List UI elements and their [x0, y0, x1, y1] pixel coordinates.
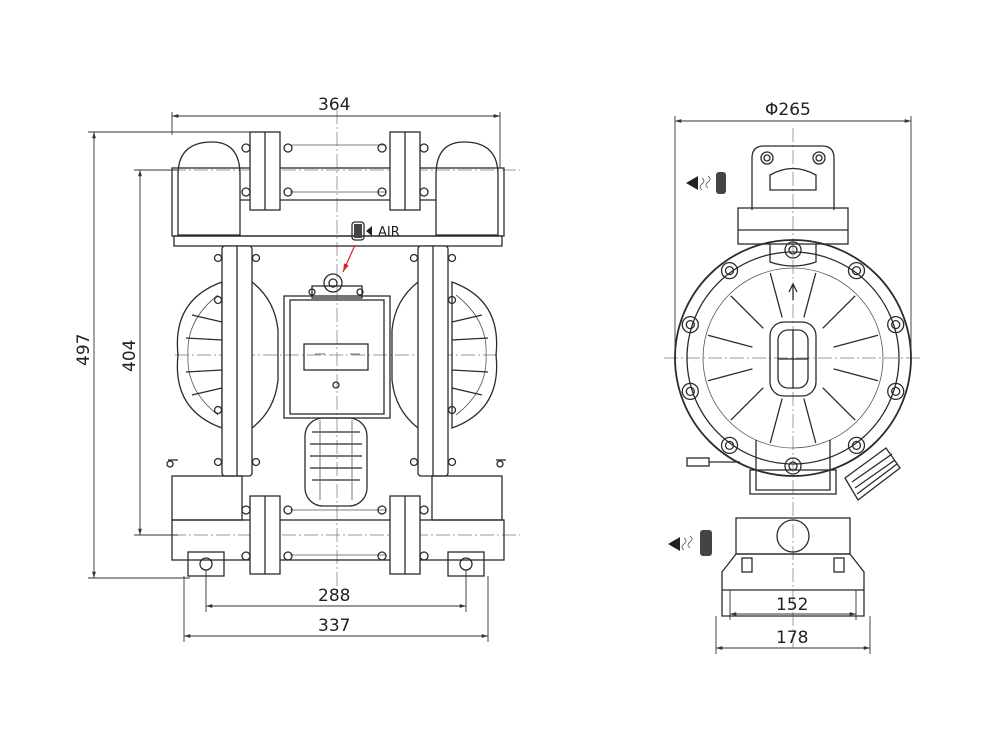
dimension-top-width: 364	[171, 95, 501, 168]
dim-404: 404	[120, 340, 140, 372]
chamber-rib	[833, 368, 879, 382]
chamber-bolt	[847, 436, 866, 455]
dimension-inner-height: 404	[120, 169, 178, 536]
chamber-rib	[803, 398, 817, 444]
discharge-flow-icon	[686, 172, 726, 194]
left-chamber	[176, 245, 279, 477]
air-label: AIR	[378, 225, 400, 240]
chamber-bolt	[788, 245, 798, 255]
chamber-bolt	[891, 319, 901, 330]
chamber-bolt	[724, 440, 735, 451]
chamber-bolt	[720, 261, 739, 280]
muffler	[304, 417, 368, 507]
chamber-rib	[707, 334, 753, 348]
chamber-bolt	[784, 241, 802, 259]
side-fitting	[844, 447, 901, 501]
chamber-bolt	[724, 265, 735, 276]
dim-337: 337	[318, 616, 350, 636]
chamber-bolt	[681, 382, 699, 401]
chamber-bolt	[887, 382, 905, 401]
diaphragm-chamber	[674, 239, 912, 477]
chamber-rib	[730, 387, 764, 421]
chamber-bolt	[784, 457, 802, 475]
chamber-bolt	[887, 315, 905, 334]
dimension-base-width: 337	[183, 576, 489, 642]
lower-body	[686, 440, 901, 617]
chamber-bolt	[681, 315, 699, 334]
chamber-rib	[769, 272, 783, 318]
chamber-bolt	[685, 319, 695, 330]
dimension-diameter: Φ265	[674, 100, 912, 350]
chamber-rib	[769, 398, 783, 444]
chamber-rib	[730, 295, 764, 329]
dim-497: 497	[74, 334, 94, 366]
chamber-bolt	[847, 261, 866, 280]
chamber-rib	[822, 387, 856, 421]
dimension-base-inner: 152	[729, 590, 857, 620]
chamber-rib	[833, 334, 879, 348]
suction-flow-icon	[668, 530, 712, 556]
chamber-rib	[822, 295, 856, 329]
dimension-base-outer: 178	[715, 616, 871, 654]
dim-178: 178	[776, 628, 808, 648]
dimension-overall-height: 497	[74, 131, 250, 579]
air-inlet-muffler-icon	[351, 221, 372, 241]
chamber-bolt	[851, 265, 862, 276]
front-view: AIR 364 497 404 288	[74, 95, 520, 642]
chamber-bolt	[891, 386, 901, 397]
dim-152: 152	[776, 595, 808, 615]
dim-288: 288	[318, 586, 350, 606]
dim-364: 364	[318, 95, 350, 115]
side-view: Φ265 152 178	[664, 100, 922, 654]
outlet-port	[737, 145, 849, 267]
dimension-foot-spacing: 288	[205, 570, 467, 612]
chamber-rib	[707, 368, 753, 382]
bottom-manifold	[166, 459, 506, 577]
top-manifold	[171, 131, 505, 247]
chamber-bolt	[685, 386, 695, 397]
right-chamber	[391, 245, 498, 477]
dim-diameter-265: Φ265	[765, 100, 811, 120]
chamber-rib	[803, 272, 817, 318]
chamber-bolt	[851, 440, 862, 451]
chamber-bolt	[720, 436, 739, 455]
